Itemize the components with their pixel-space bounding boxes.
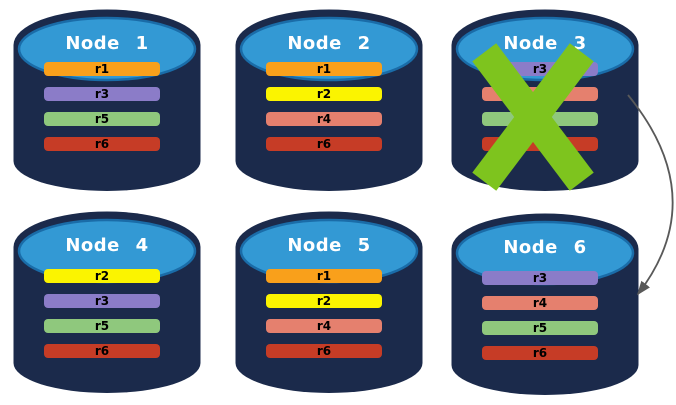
node-title: Node 5: [287, 235, 371, 256]
replica-list: r3: [450, 8, 640, 196]
replica-bar: r6: [482, 346, 598, 360]
replica-bar: r5: [482, 321, 598, 335]
replica-bar: r6: [44, 137, 160, 151]
node-title: Node 4: [65, 235, 149, 256]
replica-bar: r1: [44, 62, 160, 76]
replica-bar: [482, 137, 598, 151]
replica-bar: r2: [44, 269, 160, 283]
replica-bar: r1: [266, 269, 382, 283]
replica-bar: r1: [266, 62, 382, 76]
node-4: Node 4 r2 r3 r5 r6: [12, 210, 202, 398]
replica-bar: r3: [482, 62, 598, 76]
replica-bar: r6: [266, 344, 382, 358]
node-6: Node 6 r3 r4 r5 r6: [450, 212, 640, 400]
replica-bar: r2: [266, 87, 382, 101]
replica-bar: r4: [266, 319, 382, 333]
replica-bar: r6: [266, 137, 382, 151]
replica-bar: r4: [266, 112, 382, 126]
node-title: Node 6: [503, 237, 587, 258]
replica-list: r3 r4 r5 r6: [450, 217, 640, 405]
replica-bar: r3: [482, 271, 598, 285]
replica-bar: r3: [44, 294, 160, 308]
replica-list: r1 r3 r5 r6: [12, 8, 202, 196]
replica-bar: r5: [44, 319, 160, 333]
replica-list: r2 r3 r5 r6: [12, 215, 202, 403]
node-5: Node 5 r1 r2 r4 r6: [234, 210, 424, 398]
replica-bar: r3: [44, 87, 160, 101]
replica-bar: r4: [482, 296, 598, 310]
replica-bar: r5: [44, 112, 160, 126]
replica-bar: r6: [44, 344, 160, 358]
replica-list: r1 r2 r4 r6: [234, 215, 424, 403]
node-3-failed: Node 3 r3: [450, 8, 640, 196]
replica-bar: [482, 112, 598, 126]
node-title: Node 1: [65, 33, 149, 54]
node-1: Node 1 r1 r3 r5 r6: [12, 8, 202, 196]
replica-list: r1 r2 r4 r6: [234, 8, 424, 196]
node-2: Node 2 r1 r2 r4 r6: [234, 8, 424, 196]
replica-bar: [482, 87, 598, 101]
replica-bar: r2: [266, 294, 382, 308]
node-title: Node 2: [287, 33, 371, 54]
